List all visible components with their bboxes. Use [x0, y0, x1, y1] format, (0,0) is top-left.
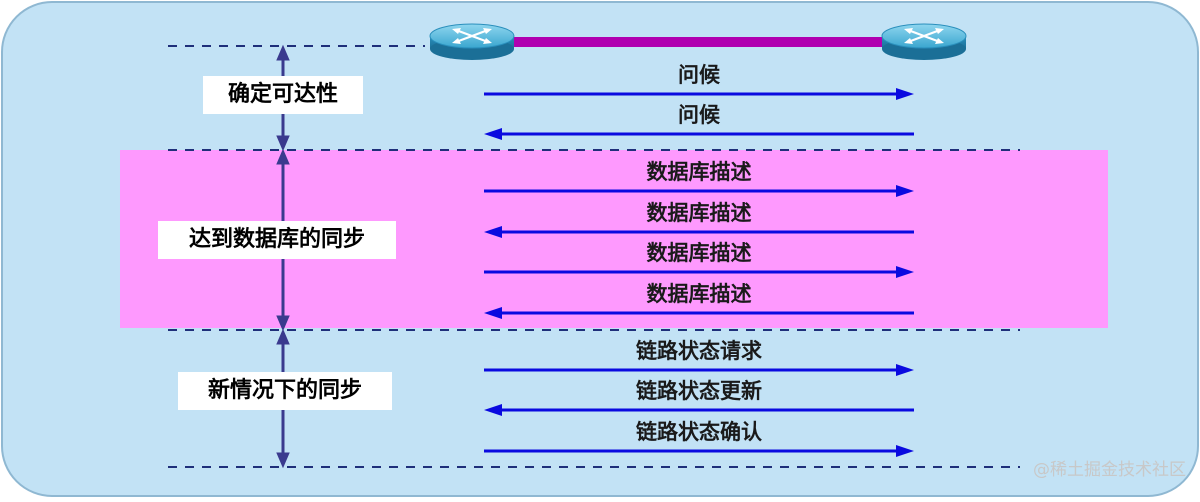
message-arrow-left: [484, 307, 914, 319]
arrow-head: [484, 128, 502, 140]
message-arrows: [484, 88, 914, 457]
phase-label-reachability: 确定可达性: [203, 76, 363, 114]
phase-axis-head: [276, 315, 290, 332]
message-label: 链路状态更新: [636, 379, 762, 403]
message-arrow-left: [484, 226, 914, 238]
arrow-head: [896, 88, 914, 100]
message-label: 问候: [678, 63, 720, 87]
phase-axis-head: [276, 135, 290, 152]
phase-label-database-sync: 达到数据库的同步: [158, 221, 396, 259]
router-link: [505, 37, 890, 47]
watermark: @稀土掘金技术社区: [1033, 460, 1186, 480]
message-arrow-right: [484, 266, 914, 278]
phase-axis-head: [276, 44, 290, 61]
message-arrow-left: [484, 404, 914, 416]
arrow-head: [484, 404, 502, 416]
message-arrow-right: [484, 445, 914, 457]
arrow-head: [896, 364, 914, 376]
arrow-head: [896, 266, 914, 278]
message-label: 问候: [678, 103, 720, 127]
phase-axis-head: [276, 148, 290, 165]
arrow-head: [484, 307, 502, 319]
message-arrow-right: [484, 185, 914, 197]
arrow-head: [484, 226, 502, 238]
router-icon: [429, 23, 515, 60]
router-icon: [881, 23, 967, 60]
message-arrow-left: [484, 128, 914, 140]
phase-axis-head: [276, 452, 290, 469]
message-label: 链路状态请求: [636, 339, 762, 363]
message-arrow-right: [484, 364, 914, 376]
phase-label-new-sync: 新情况下的同步: [178, 372, 392, 410]
arrow-head: [896, 185, 914, 197]
phase-axis-head: [276, 328, 290, 345]
message-label: 数据库描述: [646, 160, 752, 184]
message-label: 数据库描述: [646, 241, 752, 265]
message-label: 链路状态确认: [636, 420, 762, 444]
arrow-head: [896, 445, 914, 457]
message-label: 数据库描述: [646, 201, 752, 225]
message-arrow-right: [484, 88, 914, 100]
message-label: 数据库描述: [646, 282, 752, 306]
